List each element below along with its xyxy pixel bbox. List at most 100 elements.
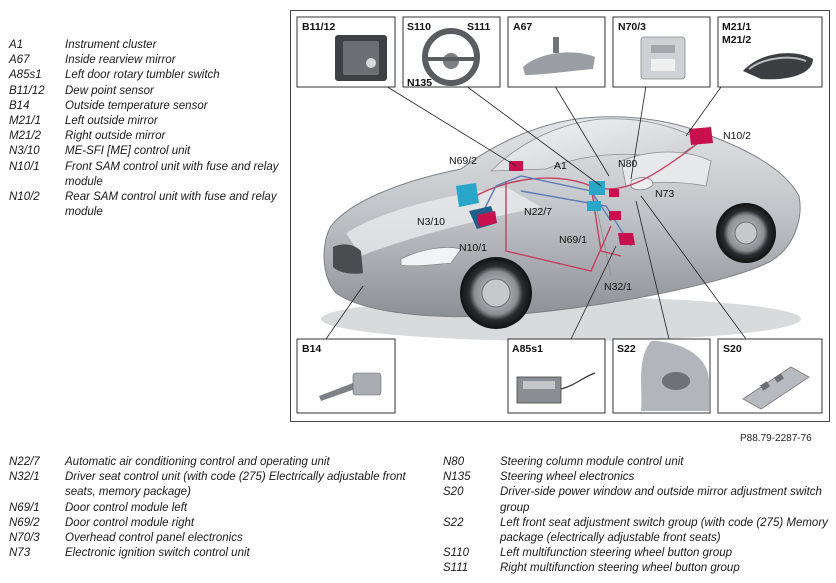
svg-text:M21/1: M21/1 — [722, 21, 751, 33]
inset-b11-12: B11/12 — [296, 16, 396, 88]
legend-entry: A1 Instrument cluster — [9, 38, 289, 53]
callout-n32-1: N32/1 — [604, 281, 632, 293]
legend-entry: B14 Outside temperature sensor — [9, 99, 289, 114]
component-n3-10 — [456, 183, 479, 207]
legend-entry: N80 Steering column module control unit — [443, 455, 833, 470]
inset-steering-wheel: S110 S111 N135 — [402, 16, 501, 89]
legend-code: S110 — [443, 547, 470, 560]
callout-n73: N73 — [655, 188, 674, 200]
inset-s20: S20 — [717, 338, 823, 414]
legend-code: S20 — [443, 486, 464, 499]
svg-text:B11/12: B11/12 — [302, 21, 335, 33]
legend-entry: N135 Steering wheel electronics — [443, 470, 833, 485]
legend-entry: M21/2 Right outside mirror — [9, 129, 289, 144]
component-n10-1 — [469, 206, 497, 229]
legend-entry: S110 Left multifunction steering wheel bu… — [443, 546, 833, 561]
legend-description: Driver-side power window and outside mir… — [500, 486, 822, 514]
legend-description: Instrument cluster — [65, 39, 157, 51]
legend-code: N10/2 — [9, 191, 40, 204]
legend-description: Left multifunction steering wheel button… — [500, 547, 733, 560]
legend-code: N135 — [443, 471, 471, 484]
legend-entry: N32/1 Driver seat control unit (with code… — [9, 470, 429, 500]
legend-code: N10/1 — [9, 160, 40, 173]
legend-description: Outside temperature sensor — [65, 99, 208, 112]
legend-entry: A85s1 Left door rotary tumbler switch — [9, 68, 289, 83]
callout-n80: N80 — [618, 158, 637, 170]
legend-code: B11/12 — [9, 84, 45, 97]
legend-description: Front SAM control unit with fuse and rel… — [65, 160, 279, 188]
legend-entry: N10/2 Rear SAM control unit with fuse and… — [9, 190, 289, 220]
legend-entry: S22 Left front seat adjustment switch gro… — [443, 516, 833, 546]
callout-n3-10: N3/10 — [417, 216, 445, 228]
legend-description: Right outside mirror — [65, 130, 166, 143]
legend-description: Automatic air conditioning control and o… — [65, 456, 330, 468]
legend-description: Rear SAM control unit with fuse and rela… — [65, 191, 277, 219]
svg-text:S20: S20 — [723, 343, 742, 355]
svg-text:A67: A67 — [513, 21, 532, 33]
legend-description: Dew point sensor — [65, 84, 154, 97]
legend-code: M21/1 — [9, 115, 41, 128]
inset-n70-3: N70/3 — [612, 16, 711, 88]
legend-description: Left door rotary tumbler switch — [65, 69, 220, 82]
legend-code: A67 — [9, 54, 30, 67]
inset-s22: S22 — [612, 338, 711, 414]
callout-a1: A1 — [554, 160, 567, 172]
component-n69-1 — [609, 211, 621, 220]
svg-text:S110: S110 — [407, 21, 431, 33]
svg-text:S111: S111 — [467, 21, 491, 33]
legend-code: N69/1 — [9, 501, 40, 514]
legend-entry: N73 Electronic ignition switch control un… — [9, 546, 429, 561]
legend-description: Left outside mirror — [65, 115, 158, 128]
component-n10-2 — [689, 127, 713, 145]
legend-description: Driver seat control unit (with code (275… — [65, 471, 406, 499]
inset-m21: M21/1 M21/2 — [717, 16, 823, 88]
component-n32-1 — [618, 233, 635, 245]
legend-description: Electronic ignition switch control unit — [65, 547, 250, 560]
legend-code: B14 — [9, 99, 30, 112]
inset-b14: B14 — [296, 338, 396, 414]
legend-entry: N69/1 Door control module left — [9, 501, 429, 516]
component-n22-7 — [587, 201, 601, 211]
legend-description: Right multifunction steering wheel butto… — [500, 562, 740, 575]
component-a1 — [589, 181, 605, 195]
legend-code: M21/2 — [9, 130, 41, 143]
legend-description: Steering wheel electronics — [500, 471, 635, 484]
callout-lines — [325, 70, 747, 340]
callout-n69-1: N69/1 — [559, 234, 587, 246]
inset-a85s1: A85s1 — [507, 338, 606, 414]
callout-n10-1: N10/1 — [459, 242, 487, 254]
legend-code: N80 — [443, 456, 465, 468]
legend-entry: B11/12 Dew point sensor — [9, 84, 289, 99]
legend-code: N73 — [9, 547, 31, 560]
legend-entry: S20 Driver-side power window and outside … — [443, 485, 833, 515]
legend-code: N70/3 — [9, 532, 40, 545]
legend-description: ME-SFI [ME] control unit — [65, 145, 191, 158]
vehicle-component-diagram: N69/2 A1 N80 N10/2 N73 N3/10 N22/7 N10/1… — [290, 10, 830, 422]
svg-text:N70/3: N70/3 — [618, 21, 646, 33]
legend-description: Left front seat adjustment switch group … — [500, 516, 828, 545]
legend-code: A85s1 — [9, 69, 42, 82]
legend-code: A1 — [9, 39, 24, 51]
legend-description: Door control module right — [65, 516, 195, 529]
inset-a67: A67 — [507, 16, 606, 88]
svg-text:B14: B14 — [302, 343, 321, 355]
svg-text:S22: S22 — [617, 343, 636, 355]
legend-code: S22 — [443, 516, 464, 529]
legend-description: Steering column module control unit — [500, 456, 684, 468]
svg-text:N135: N135 — [407, 77, 432, 89]
legend-code: N32/1 — [9, 471, 40, 484]
legend-description: Door control module left — [65, 501, 188, 514]
callout-n69-2: N69/2 — [449, 155, 477, 167]
callout-n10-2: N10/2 — [723, 130, 751, 142]
svg-text:A85s1: A85s1 — [512, 343, 543, 355]
figure-reference: P88.79-2287-76 — [740, 433, 812, 444]
